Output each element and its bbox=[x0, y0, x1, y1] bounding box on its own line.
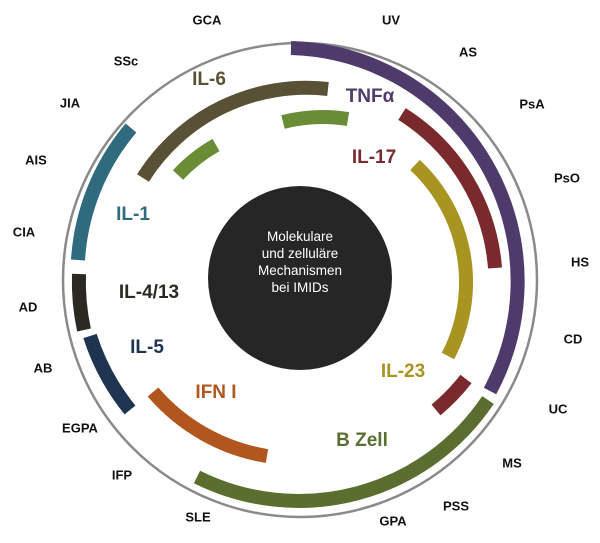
disease-label-pss: PSS bbox=[442, 498, 470, 514]
disease-label-uc: UC bbox=[548, 401, 568, 417]
disease-label-ab: AB bbox=[33, 360, 53, 376]
disease-label-pso: PsO bbox=[553, 170, 581, 186]
arc-il23 bbox=[410, 159, 474, 360]
disease-label-as: AS bbox=[458, 44, 478, 60]
disease-label-gca: GCA bbox=[192, 12, 222, 28]
arc-il6-inner-a bbox=[281, 110, 350, 129]
disease-label-egpa: EGPA bbox=[62, 420, 98, 436]
mechanism-label-il23: IL-23 bbox=[380, 361, 426, 382]
arc-il17-lower bbox=[431, 374, 472, 416]
arc-il5 bbox=[83, 333, 136, 415]
center-label: Molekulare und zelluläre Mechanismen bei… bbox=[232, 228, 368, 296]
disease-label-ssc: SSc bbox=[113, 53, 139, 69]
center-line-1: Molekulare bbox=[266, 229, 334, 244]
disease-label-ifp: IFP bbox=[111, 467, 133, 483]
arc-tnfa bbox=[290, 41, 525, 395]
arc-il6-inner-b bbox=[172, 138, 220, 180]
mechanism-label-tnfa: TNFα bbox=[345, 86, 395, 107]
mechanism-label-ifn1: IFN I bbox=[195, 382, 237, 403]
arc-il1 bbox=[71, 123, 137, 261]
center-line-4: bei IMIDs bbox=[271, 280, 329, 295]
mechanism-label-il413: IL-4/13 bbox=[118, 282, 180, 303]
disease-label-sle: SLE bbox=[185, 509, 211, 525]
arc-il6 bbox=[137, 80, 329, 182]
mechanism-label-il1: IL-1 bbox=[116, 204, 150, 225]
mechanism-label-il5: IL-5 bbox=[130, 337, 164, 358]
center-circle bbox=[208, 186, 392, 370]
disease-label-ms: MS bbox=[502, 455, 522, 471]
mechanism-label-bzell: B Zell bbox=[336, 430, 388, 451]
center-line-3: Mechanismen bbox=[257, 263, 343, 278]
arc-il17 bbox=[398, 108, 502, 269]
disease-label-cd: CD bbox=[563, 331, 583, 347]
arc-bzell bbox=[193, 396, 494, 508]
disease-label-uv: UV bbox=[381, 12, 401, 28]
disease-label-gpa: GPA bbox=[379, 513, 407, 529]
disease-label-jia: JIA bbox=[59, 95, 81, 111]
center-line-2: und zelluläre bbox=[261, 246, 339, 261]
disease-label-psa: PsA bbox=[519, 96, 545, 112]
mechanism-label-il6: IL-6 bbox=[192, 69, 226, 90]
arc-il413 bbox=[71, 273, 91, 332]
disease-label-ad: AD bbox=[18, 299, 38, 315]
disease-label-hs: HS bbox=[570, 254, 590, 270]
disease-label-cia: CIA bbox=[12, 224, 36, 240]
arc-ifn1 bbox=[147, 387, 269, 463]
disease-label-ais: AIS bbox=[25, 152, 47, 168]
mechanism-label-il17: IL-17 bbox=[351, 147, 397, 168]
